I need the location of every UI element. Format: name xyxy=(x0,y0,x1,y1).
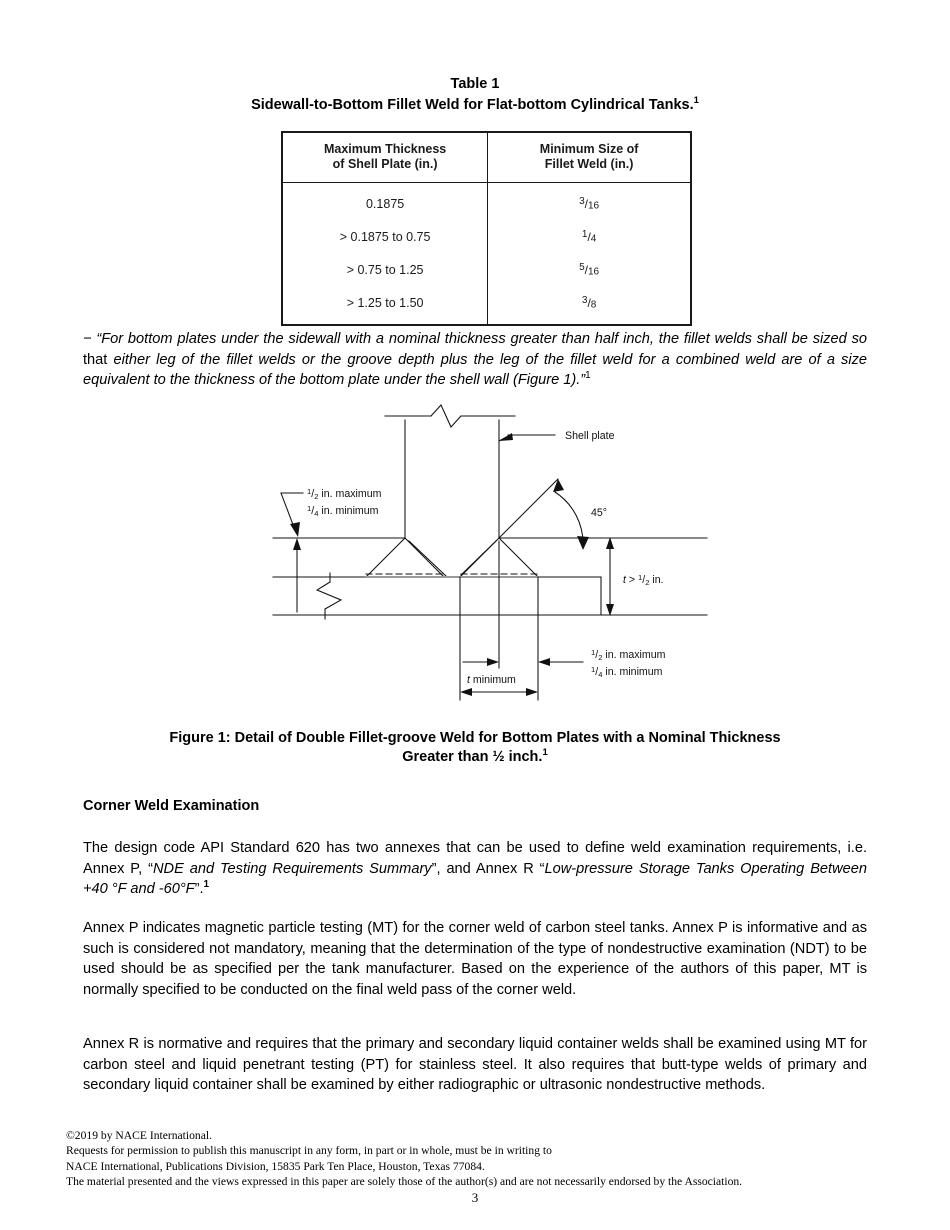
cell-thickness: > 0.75 to 1.25 xyxy=(283,253,489,287)
figure-caption-line1: Figure 1: Detail of Double Fillet-groove… xyxy=(169,730,781,746)
paragraph-annexes-overview: The design code API Standard 620 has two… xyxy=(83,838,867,900)
cell-fillet-size: 5/16 xyxy=(488,254,690,287)
section-heading-corner-weld-examination: Corner Weld Examination xyxy=(83,798,260,814)
lower-right-dimension-label: 1/2 in. maximum 1/4 in. minimum xyxy=(591,648,666,679)
table-title: Table 1 Sidewall-to-Bottom Fillet Weld f… xyxy=(0,74,950,116)
svg-text:1/4 in. minimum: 1/4 in. minimum xyxy=(307,504,379,518)
table-header-row: Maximum Thickness of Shell Plate (in.) M… xyxy=(283,133,690,183)
copyright-footer: ©2019 by NACE International. Requests fo… xyxy=(66,1128,886,1189)
figure-caption: Figure 1: Detail of Double Fillet-groove… xyxy=(83,729,867,767)
t-minimum-inner-arrow xyxy=(462,658,499,666)
upper-left-dimension-label: 1/2 in. maximum 1/4 in. minimum xyxy=(307,487,382,518)
table-row: > 0.1875 to 0.75 1/4 xyxy=(283,220,690,254)
table-caption-reference: 1 xyxy=(693,95,699,107)
table-row: 0.1875 3/16 xyxy=(283,182,690,221)
quote-dash: − xyxy=(83,331,97,347)
fraction: 5/16 xyxy=(579,261,600,278)
angle-label: 45° xyxy=(591,507,607,519)
page-number: 3 xyxy=(471,1190,479,1205)
cell-fillet-size: 1/4 xyxy=(488,221,690,254)
cell-thickness: > 1.25 to 1.50 xyxy=(283,286,489,325)
footer-line-copyright: ©2019 by NACE International. xyxy=(66,1129,212,1142)
column-header-line2: Fillet Weld (in.) xyxy=(544,157,634,171)
footer-line-disclaimer: The material presented and the views exp… xyxy=(66,1174,743,1188)
lower-extension-lines xyxy=(459,540,539,701)
column-header-line2: of Shell Plate (in.) xyxy=(332,157,438,171)
column-header-line1: Minimum Size of xyxy=(539,142,639,156)
quote-nonitalic-fragment: that xyxy=(83,351,114,368)
shell-plate-leader xyxy=(498,433,556,442)
plate-thickness-label: t > 1/2 in. xyxy=(623,573,664,587)
upper-left-leader xyxy=(280,492,304,537)
shell-plate-label: Shell plate xyxy=(565,430,615,442)
table-caption: Sidewall-to-Bottom Fillet Weld for Flat-… xyxy=(251,97,694,113)
fraction: 1/4 xyxy=(581,228,597,245)
svg-text:1/4 in. minimum: 1/4 in. minimum xyxy=(591,665,663,679)
para1-italic-annex-p-title: NDE and Testing Requirements Summary xyxy=(152,860,432,877)
t-minimum-label: t minimum xyxy=(467,674,516,686)
cell-thickness: > 0.1875 to 0.75 xyxy=(283,220,489,254)
svg-text:1/2 in. maximum: 1/2 in. maximum xyxy=(307,487,382,501)
right-fillet-weld xyxy=(459,537,540,578)
angle-45-annotation xyxy=(498,478,589,550)
weld-detail-figure: Shell plate 45° 1/2 in. maximum 1/4 in. … xyxy=(265,400,715,712)
footer-line-address: NACE International, Publications Divisio… xyxy=(66,1159,485,1173)
cell-thickness: 0.1875 xyxy=(283,182,489,221)
t-minimum-dimension xyxy=(460,688,538,696)
column-header-min-fillet: Minimum Size of Fillet Weld (in.) xyxy=(487,133,690,183)
standard-quote-block: − “For bottom plates under the sidewall … xyxy=(83,329,867,391)
quote-part-1: “For bottom plates under the sidewall wi… xyxy=(96,331,868,347)
paragraph-annex-r: Annex R is normative and requires that t… xyxy=(83,1036,867,1093)
figure-caption-line2: Greater than ½ inch. xyxy=(402,749,543,765)
column-header-line1: Maximum Thickness xyxy=(323,142,447,156)
para1-fragment-a: The design code API Standard 620 has two… xyxy=(83,840,867,877)
paragraph-annex-p: Annex P indicates magnetic particle test… xyxy=(83,920,867,998)
figure-caption-reference: 1 xyxy=(542,747,548,759)
quote-part-2: either leg of the fillet welds or the gr… xyxy=(83,351,867,389)
table-row: > 1.25 to 1.50 3/8 xyxy=(283,286,690,325)
table-row: > 0.75 to 1.25 5/16 xyxy=(283,253,690,287)
quote-reference: 1 xyxy=(585,370,591,382)
fraction: 3/16 xyxy=(579,196,600,212)
bottom-plate-outline xyxy=(272,572,602,620)
left-fillet-weld xyxy=(365,537,447,578)
para1-reference: 1 xyxy=(203,879,210,891)
footer-line-permission: Requests for permission to publish this … xyxy=(66,1144,552,1158)
para1-fragment-c: ”. xyxy=(194,881,204,897)
svg-text:1/2 in. maximum: 1/2 in. maximum xyxy=(591,648,666,662)
cell-fillet-size: 3/16 xyxy=(488,183,690,221)
column-header-max-thickness: Maximum Thickness of Shell Plate (in.) xyxy=(283,133,489,183)
cell-fillet-size: 3/8 xyxy=(488,286,690,324)
spec-table-container: Maximum Thickness of Shell Plate (in.) M… xyxy=(281,131,692,327)
table-label: Table 1 xyxy=(450,76,500,92)
right-thickness-dimension xyxy=(600,537,708,616)
para1-fragment-b: ”, and Annex R “ xyxy=(431,860,545,877)
lower-right-leader xyxy=(538,658,584,666)
spec-table: Maximum Thickness of Shell Plate (in.) M… xyxy=(283,133,690,325)
fraction: 3/8 xyxy=(581,294,597,311)
para1-italic-annex-r-title: Low-pressure Storage Tanks Operating Bet… xyxy=(83,860,867,898)
shell-plate-outline xyxy=(384,404,516,539)
left-thickness-dimension xyxy=(293,538,301,613)
